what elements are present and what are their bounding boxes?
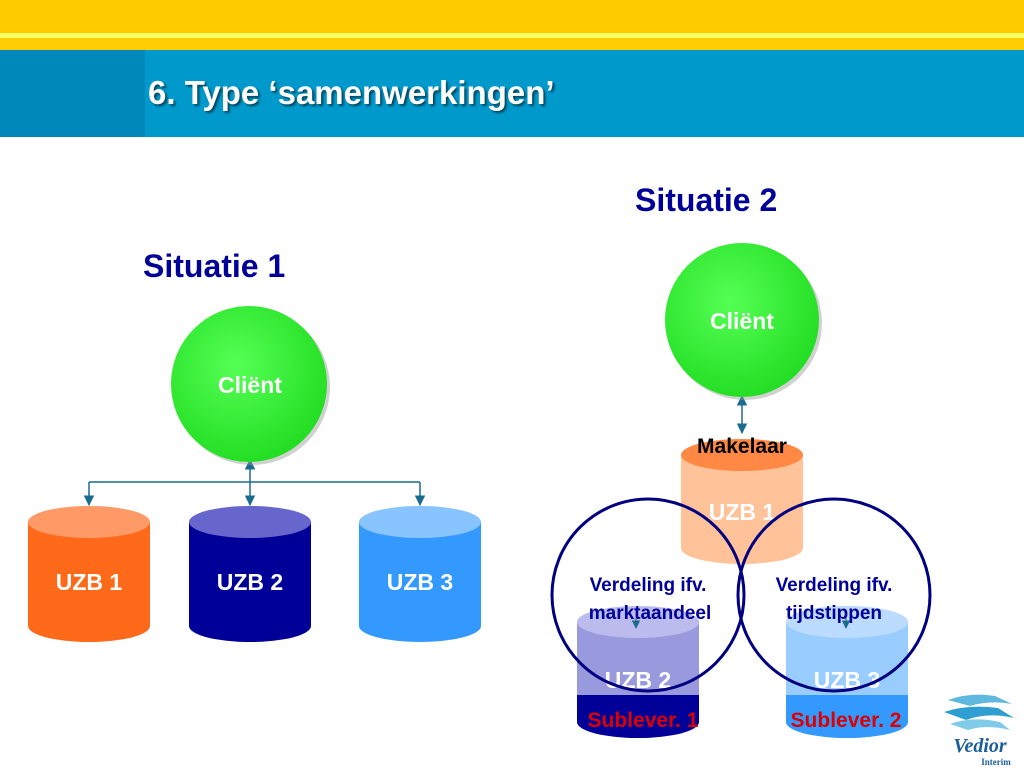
uzb1-label: UZB 1 (56, 569, 123, 595)
situation-1-heading: Situatie 1 (143, 248, 286, 284)
sub-uzb2-label: UZB 2 (605, 667, 671, 693)
uzb2-cylinder: UZB 2 (189, 506, 311, 642)
broker-uzb1-cylinder: UZB 1 (681, 439, 803, 564)
client2-circle (665, 243, 819, 397)
uzb2-label: UZB 2 (217, 569, 283, 595)
broker-uzb1-label: UZB 1 (709, 499, 776, 525)
situation-2-heading: Situatie 2 (635, 182, 778, 218)
top-band-lower (0, 38, 1024, 50)
top-band-stripe (0, 33, 1024, 38)
situation-1-diagram: Cliënt UZB 1 UZB 2 UZB 3 (28, 306, 481, 642)
circle-right-line1: Verdeling ifv. (776, 575, 893, 596)
sub-label-2: Sublever. 2 (791, 709, 902, 732)
vedior-logo: Vedior Interim (944, 694, 1014, 767)
circle-left-line1: Verdeling ifv. (590, 575, 707, 596)
uzb3-cylinder: UZB 3 (359, 506, 481, 642)
vedior-logo-mark (944, 694, 1014, 730)
broker-label: Makelaar (697, 435, 787, 458)
uzb3-label: UZB 3 (387, 569, 453, 595)
vedior-logo-text: Vedior (953, 735, 1007, 757)
title-bar-left-block (0, 50, 145, 137)
circle-left-market-share (550, 497, 746, 693)
client-label: Cliënt (218, 372, 282, 398)
uzb1-cylinder: UZB 1 (28, 506, 150, 642)
situation-2-diagram: Cliënt UZB 1 UZB 2 UZB 3 Makelaar (550, 243, 932, 738)
circle-right-line2: tijdstippen (786, 603, 882, 624)
circle-left-line2: marktaandeel (589, 603, 712, 624)
circle-right-timing (736, 497, 932, 693)
title-bar (0, 50, 1024, 137)
client-circle (171, 306, 327, 462)
client2-label: Cliënt (710, 308, 774, 334)
slide-title: 6. Type ‘samenwerkingen’ (148, 74, 555, 111)
sub-uzb2-cylinder: UZB 2 (577, 606, 699, 738)
vedior-logo-tagline: Interim (981, 757, 1011, 767)
top-yellow-band (0, 0, 1024, 33)
sub-label-1: Sublever. 1 (588, 709, 699, 732)
